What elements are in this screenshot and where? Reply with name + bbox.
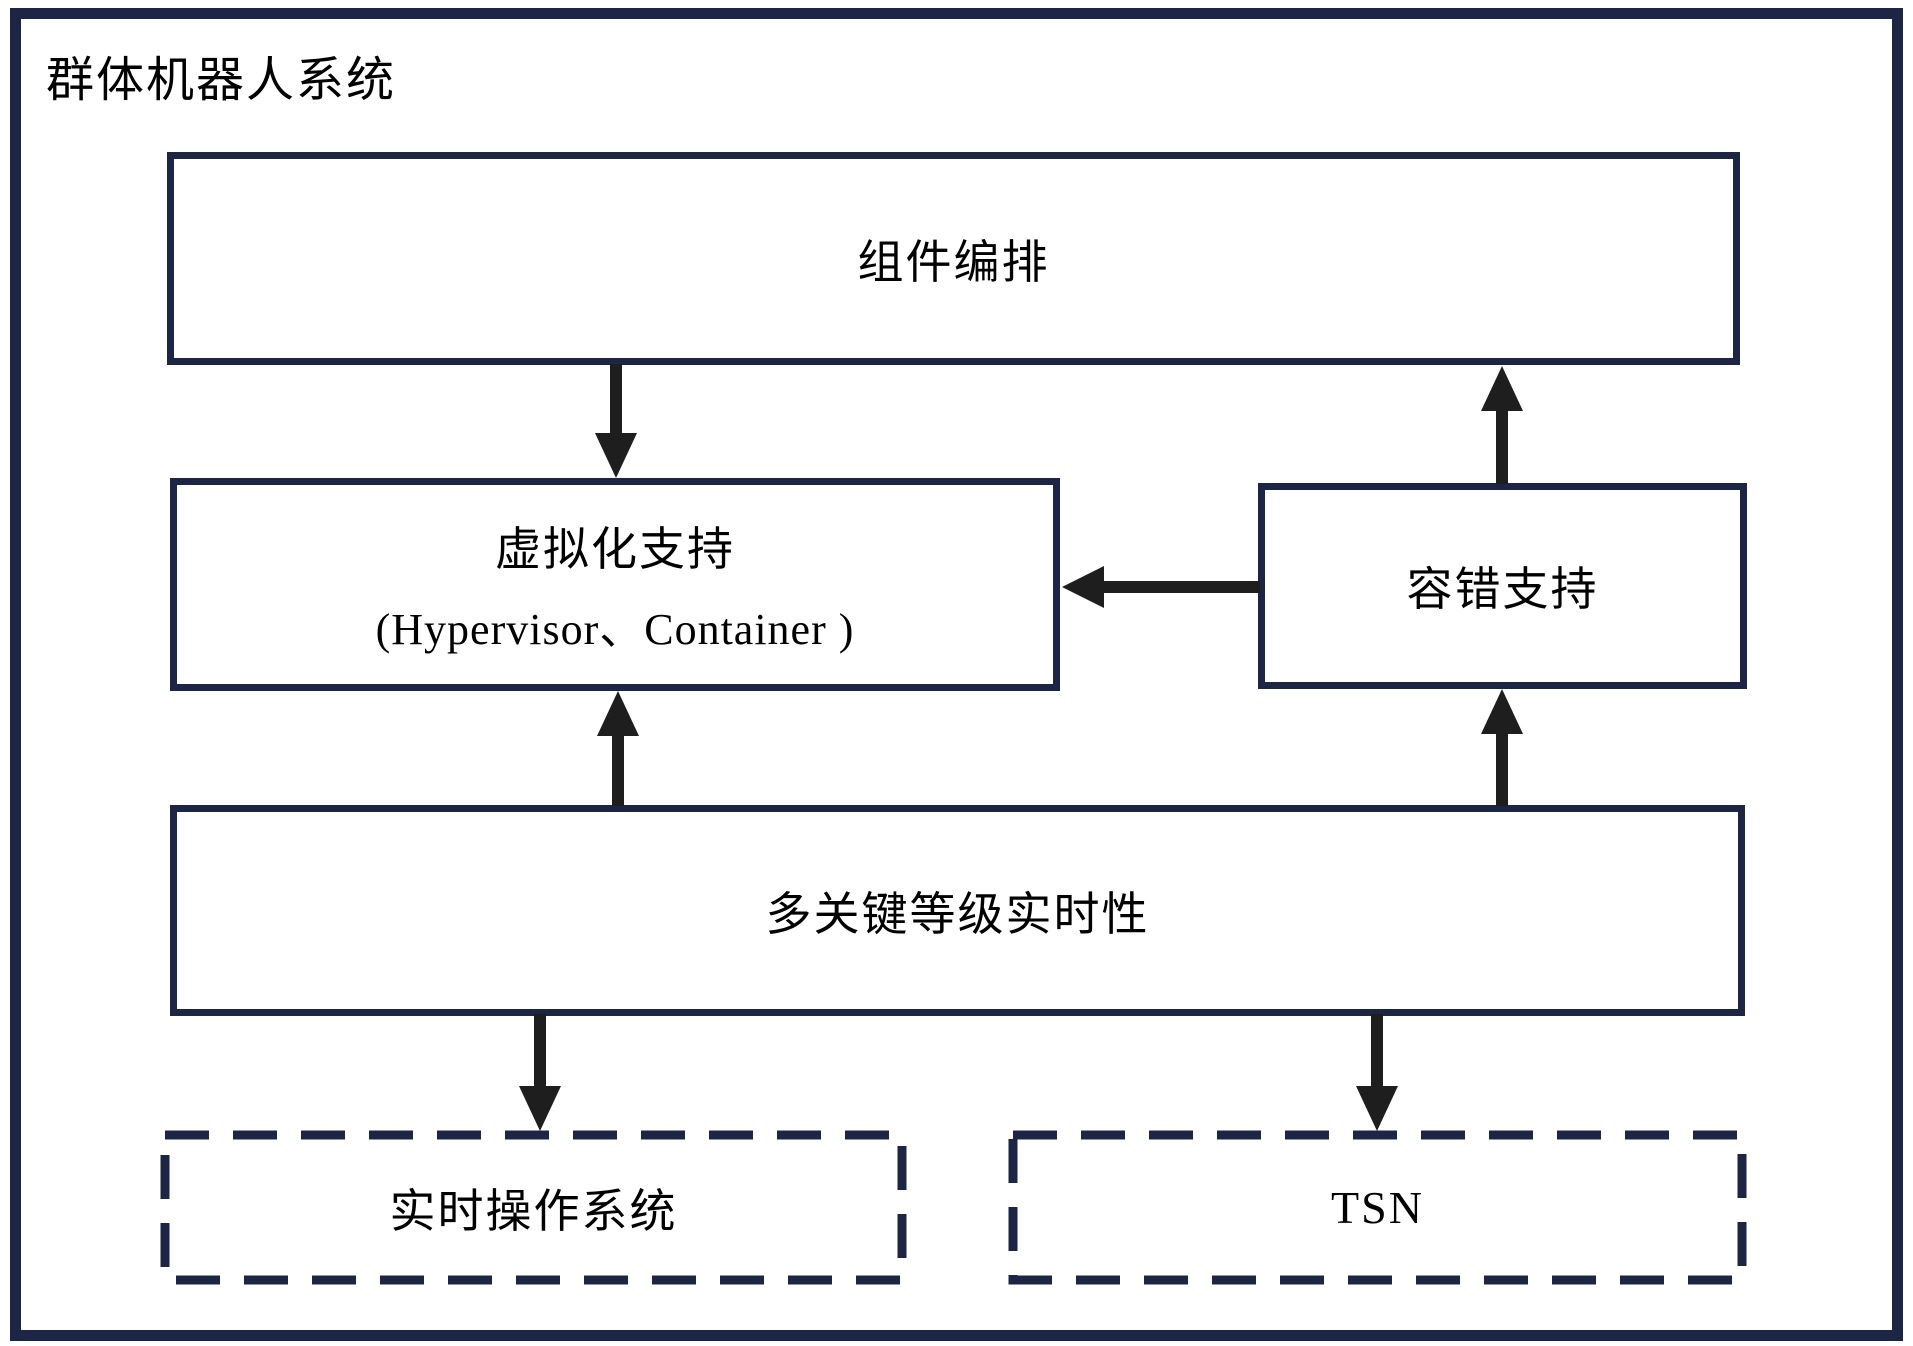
arrow-multicriticality-to-rtos-head xyxy=(519,1086,561,1131)
box-virtualization-support: 虚拟化支持 (Hypervisor、Container ) xyxy=(170,478,1060,691)
box-rtos-dashed: 实时操作系统 xyxy=(160,1130,907,1285)
arrow-multicriticality-to-virtualization-head xyxy=(597,691,639,736)
box-fault-tolerance-support: 容错支持 xyxy=(1258,483,1747,689)
fault-tolerance-label: 容错支持 xyxy=(1406,564,1599,615)
arrow-multicriticality-to-rtos-shaft xyxy=(534,1014,546,1088)
arrow-fault-to-orchestration-shaft xyxy=(1496,407,1508,484)
arrow-orchestration-to-virtualization-shaft xyxy=(610,364,622,436)
rtos-label: 实时操作系统 xyxy=(389,1185,678,1237)
arrow-fault-to-virtualization-shaft xyxy=(1100,581,1260,593)
rtos-dashed-border xyxy=(160,1130,907,1285)
arrow-multicriticality-to-fault-head xyxy=(1481,689,1523,734)
component-orchestration-label: 组件编排 xyxy=(857,236,1050,288)
arrow-orchestration-to-virtualization-head xyxy=(595,433,637,478)
arrow-fault-to-virtualization-head xyxy=(1062,566,1104,608)
box-multi-criticality-realtime: 多关键等级实时性 xyxy=(170,805,1745,1016)
arrow-multicriticality-to-tsn-head xyxy=(1356,1086,1398,1131)
multi-criticality-label: 多关键等级实时性 xyxy=(765,888,1150,940)
virtualization-support-sublabel: (Hypervisor、Container ) xyxy=(375,604,855,654)
system-outer-frame xyxy=(10,8,1903,1341)
arrow-fault-to-orchestration-head xyxy=(1481,366,1523,411)
box-component-orchestration: 组件编排 xyxy=(167,152,1740,365)
arrow-multicriticality-to-tsn-shaft xyxy=(1371,1014,1383,1088)
virtualization-support-label: 虚拟化支持 xyxy=(495,523,735,575)
diagram-title: 群体机器人系统 xyxy=(46,54,397,107)
tsn-label: TSN xyxy=(1331,1182,1424,1233)
tsn-dashed-border xyxy=(1008,1130,1747,1285)
box-tsn-dashed: TSN xyxy=(1008,1130,1747,1285)
arrow-multicriticality-to-virtualization-shaft xyxy=(612,732,624,806)
arrow-multicriticality-to-fault-shaft xyxy=(1496,730,1508,806)
